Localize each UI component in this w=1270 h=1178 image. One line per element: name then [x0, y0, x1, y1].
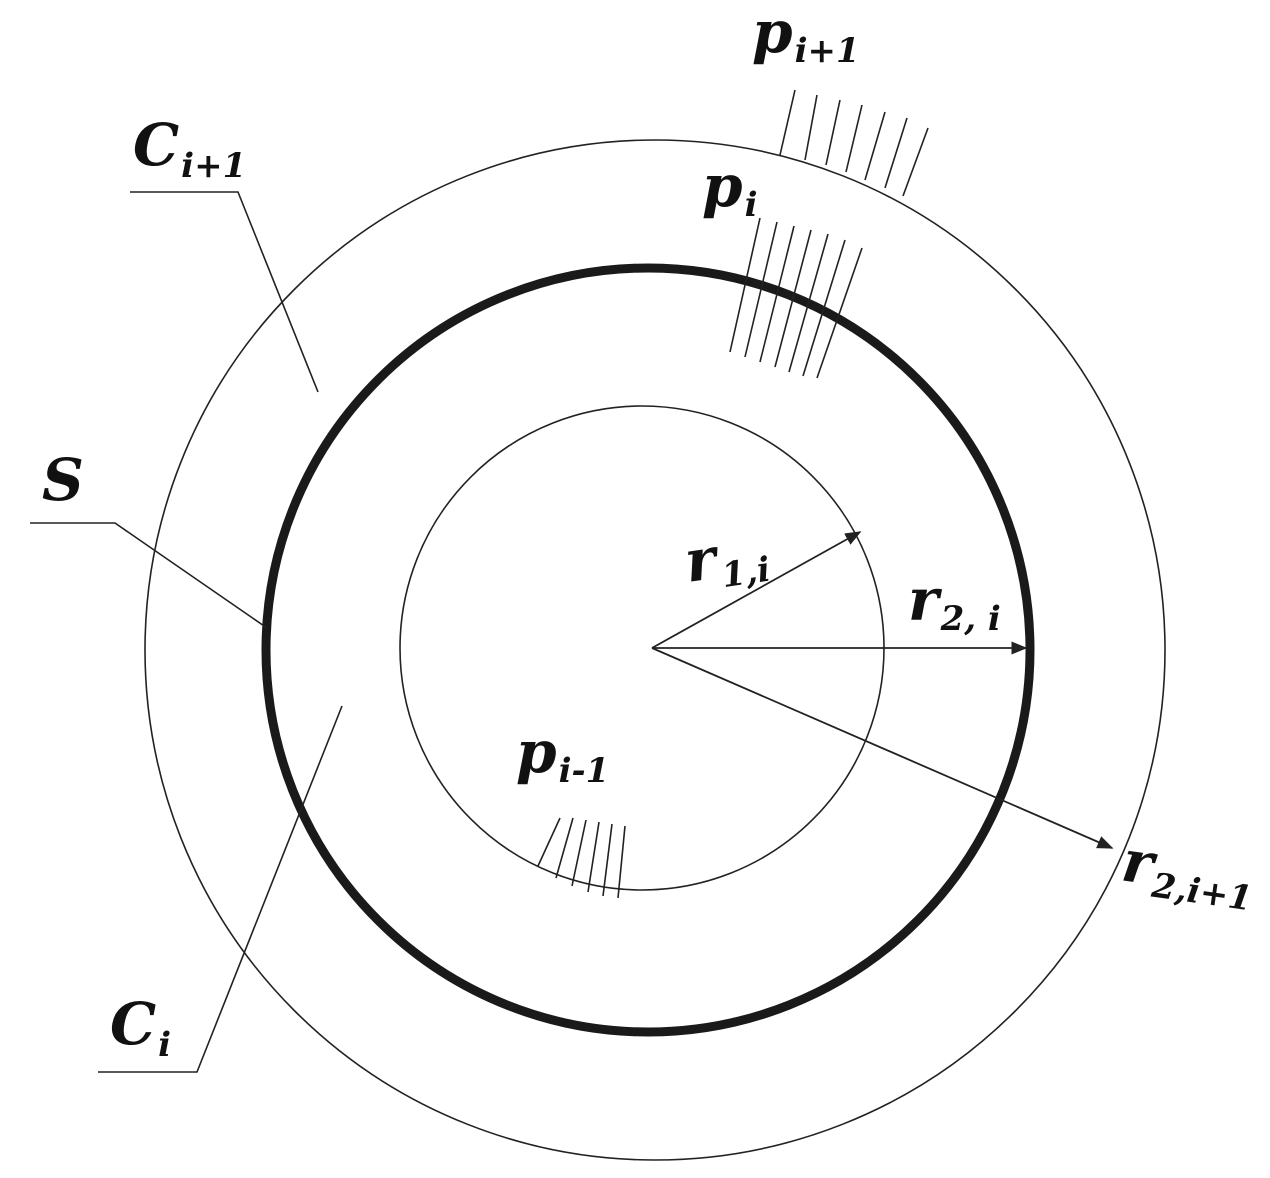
label-radius-middle: r2, i — [908, 566, 1001, 639]
pressure-outer-hatch — [779, 89, 929, 197]
radius-outer-arrow — [651, 647, 1114, 849]
leader-inner-layer — [98, 705, 343, 1073]
radius-inner-arrow — [651, 531, 862, 649]
label-outer-layer: Ci+1 — [133, 111, 246, 186]
leader-outer-layer — [130, 191, 319, 393]
label-pressure-inner: pi-1 — [516, 718, 609, 791]
pressure-inner-hatch — [537, 817, 626, 899]
interface-circle — [261, 263, 1035, 1037]
label-pressure-outer: pi+1 — [752, 0, 860, 71]
leader-interface — [30, 522, 268, 629]
pressure-middle-hatch — [729, 217, 863, 379]
label-radius-outer: r2,i+1 — [1117, 827, 1259, 920]
label-interface: S — [42, 446, 84, 514]
label-inner-layer: Ci — [110, 990, 171, 1065]
label-radius-inner: r1,i — [680, 517, 772, 601]
outer-circle — [144, 139, 1166, 1161]
label-pressure-middle: pi — [702, 152, 757, 225]
